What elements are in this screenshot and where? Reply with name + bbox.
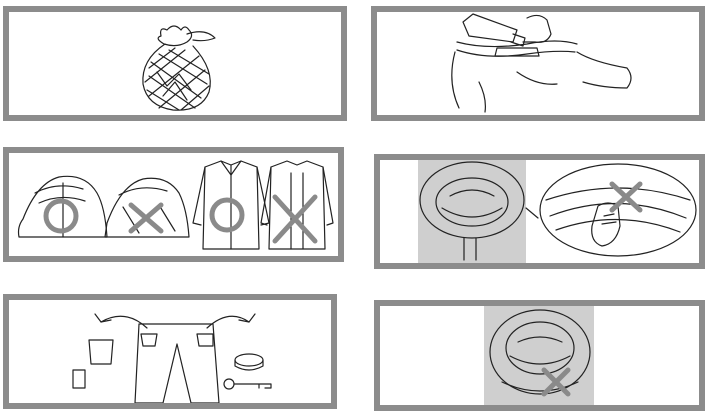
- close-fastenings-panel: [3, 147, 344, 262]
- check-gasket-panel: [374, 154, 705, 269]
- wrong-cross-icon: [131, 205, 161, 231]
- no-objects-in-drum-icon: [380, 306, 699, 405]
- correct-circle-icon: [212, 200, 242, 230]
- laundry-net-bag-panel: [3, 6, 347, 121]
- drum-gasket-check-icon: [380, 160, 699, 263]
- empty-pockets-icon: [9, 300, 331, 403]
- laundry-net-bag-icon: [9, 12, 341, 115]
- pretreat-stain-panel: [371, 6, 705, 121]
- open-jacket-wrong: [105, 178, 189, 237]
- wrong-cross-icon: [275, 197, 315, 241]
- empty-pockets-panel: [3, 294, 337, 409]
- pretreat-collar-icon: [377, 12, 699, 115]
- close-fastenings-icon: [9, 153, 338, 256]
- correct-circle-icon: [46, 201, 76, 231]
- unbuttoned-shirt-wrong: [261, 161, 333, 249]
- buttoned-shirt-correct: [193, 161, 269, 249]
- zipped-jacket-correct: [19, 176, 108, 237]
- no-objects-in-drum-panel: [374, 300, 705, 411]
